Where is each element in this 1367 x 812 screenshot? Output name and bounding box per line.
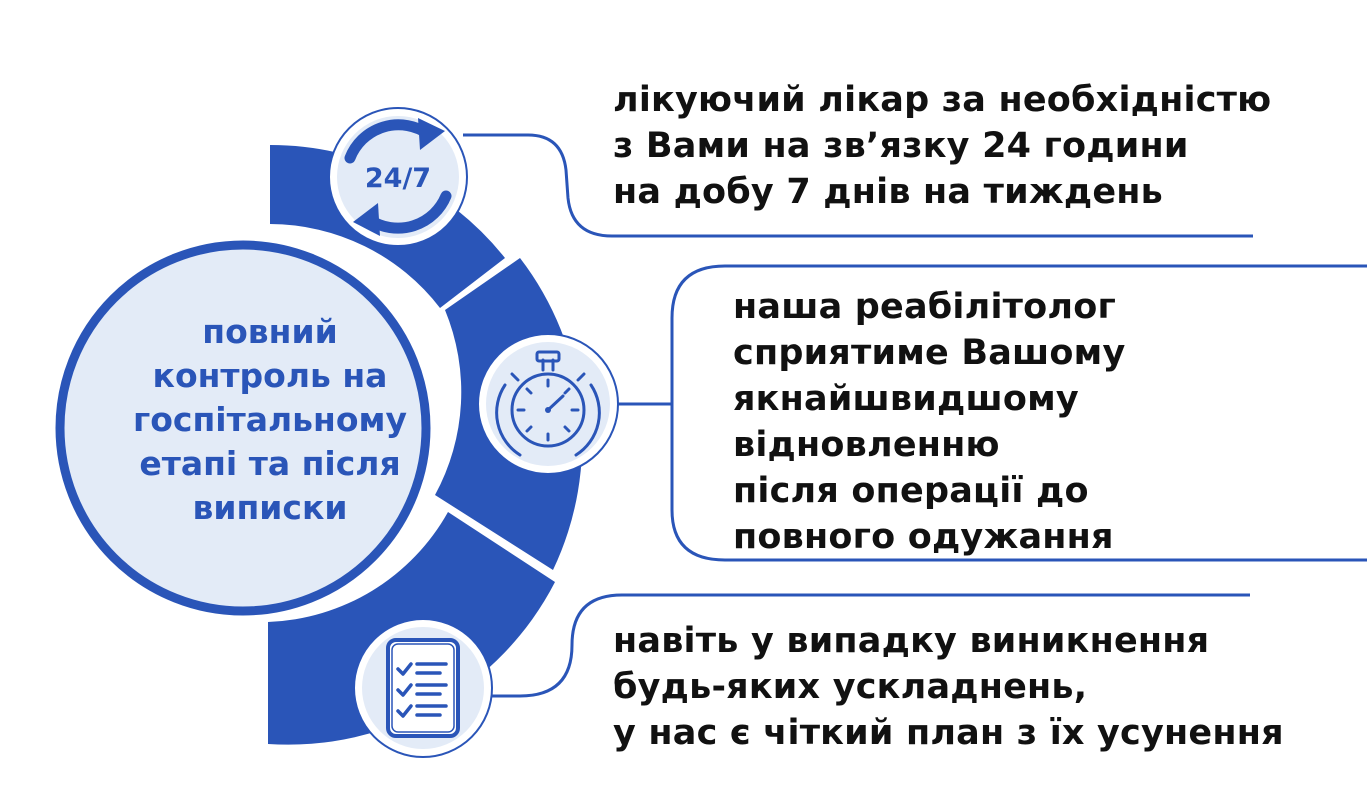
item-text-line: після операції до <box>733 471 1089 511</box>
24-7-cycle-icon: 24/7 <box>328 107 468 247</box>
center-title-line: контроль на <box>152 356 388 395</box>
center-title-line: госпітальному <box>133 400 407 439</box>
24-7-icon-label: 24/7 <box>365 163 431 194</box>
item-text-line: навіть у випадку виникнення <box>613 621 1210 661</box>
connector-lines <box>463 133 1367 698</box>
item-text-24-7: лікуючий лікар за необхідністю з Вами на… <box>613 77 1271 215</box>
connector-line-3 <box>463 593 1250 698</box>
item-text-line: сприятиме Вашому <box>733 333 1126 373</box>
item-text-line: відновленню <box>733 425 1000 465</box>
item-text-line: лікуючий лікар за необхідністю <box>613 80 1272 120</box>
item-text-line: повного одужання <box>733 517 1114 557</box>
center-title-line: виписки <box>192 488 348 527</box>
item-text-line: з Вами на зв’язку 24 години <box>613 126 1189 166</box>
item-text-line: на добу 7 днів на тиждень <box>613 172 1163 212</box>
item-text-rehabilitation: наша реабілітолог сприятиме Вашому якнай… <box>733 284 1125 560</box>
item-text-line: у нас є чіткий план з їх усунення <box>613 713 1284 753</box>
center-title-line: етапі та після <box>139 444 401 483</box>
stopwatch-icon <box>477 333 619 475</box>
checklist-icon <box>353 618 493 758</box>
center-title: повний контроль на госпітальному етапі т… <box>60 310 480 530</box>
item-text-line: наша реабілітолог <box>733 287 1116 327</box>
item-text-complications: навіть у випадку виникнення будь-яких ус… <box>613 618 1284 756</box>
connector-line-1 <box>463 133 1253 238</box>
center-circle <box>55 240 431 616</box>
connector-line-2 <box>670 264 1367 562</box>
item-text-line: будь-яких ускладнень, <box>613 667 1088 707</box>
item-text-line: якнайшвидшому <box>733 379 1079 419</box>
center-title-line: повний <box>202 312 338 351</box>
